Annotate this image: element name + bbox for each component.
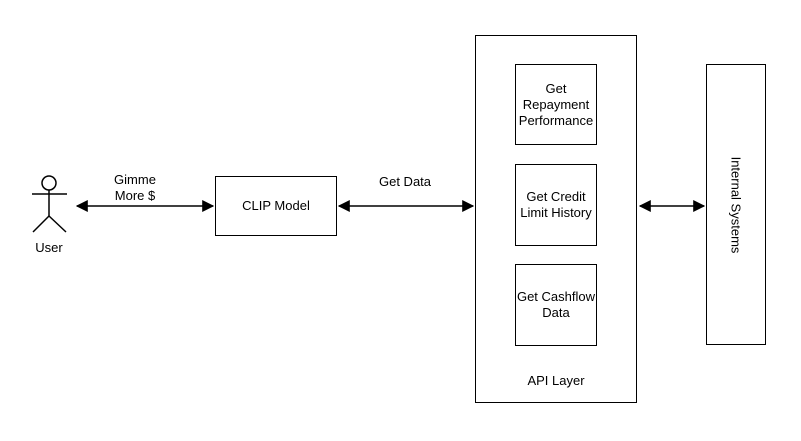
get-cashflow-data-label: Get Cashflow Data bbox=[516, 289, 596, 320]
node-get-cashflow-data: Get Cashflow Data bbox=[515, 264, 597, 346]
get-credit-limit-history-label: Get Credit Limit History bbox=[520, 189, 592, 220]
api-layer-label: API Layer bbox=[527, 373, 585, 388]
clip-model-label: CLIP Model bbox=[242, 198, 310, 213]
edge-label-gimme-more: Gimme More $ bbox=[114, 172, 156, 203]
internal-systems-label: Internal Systems bbox=[728, 156, 744, 253]
node-internal-systems: Internal Systems bbox=[706, 64, 766, 345]
edge-label-get-data: Get Data bbox=[378, 174, 432, 189]
node-clip-model: CLIP Model bbox=[215, 176, 337, 236]
get-repayment-performance-label: Get Repayment Performance bbox=[518, 80, 594, 128]
node-get-repayment-performance: Get Repayment Performance bbox=[515, 64, 597, 145]
user-actor-label: User bbox=[35, 240, 63, 255]
user-actor-icon bbox=[32, 175, 67, 233]
node-get-credit-limit-history: Get Credit Limit History bbox=[515, 164, 597, 246]
